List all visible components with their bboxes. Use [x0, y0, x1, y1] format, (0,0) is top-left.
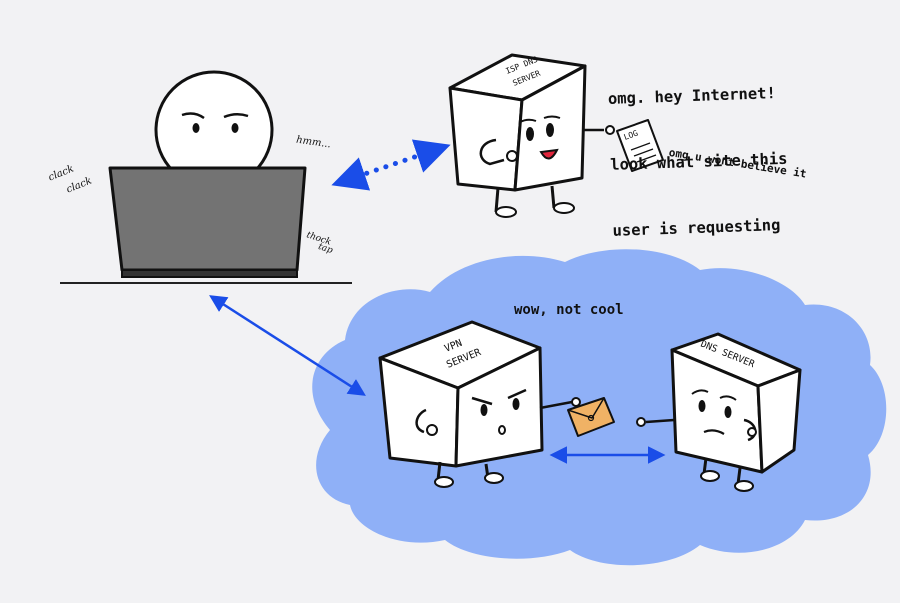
laptop-screen	[108, 166, 307, 272]
vpn-cloud-speech: wow, not cool	[514, 302, 624, 318]
isp-dns-server: ISP DNS SERVER LOG	[448, 53, 664, 218]
dns-server: DNS SERVER	[636, 332, 802, 492]
isp-speech-line: user is requesting	[612, 216, 781, 240]
vpn-server: VPN SERVER	[378, 320, 615, 488]
envelope-icon	[567, 397, 615, 437]
log-paper-icon: LOG	[616, 119, 664, 172]
laptop-base	[121, 269, 298, 278]
isp-speech-line: omg. hey Internet!	[607, 84, 777, 108]
arrow-user-vpn	[209, 295, 366, 396]
isp-mouth	[539, 148, 559, 160]
dotted-arrow-user-isp	[331, 139, 451, 191]
user-at-laptop	[60, 70, 352, 284]
